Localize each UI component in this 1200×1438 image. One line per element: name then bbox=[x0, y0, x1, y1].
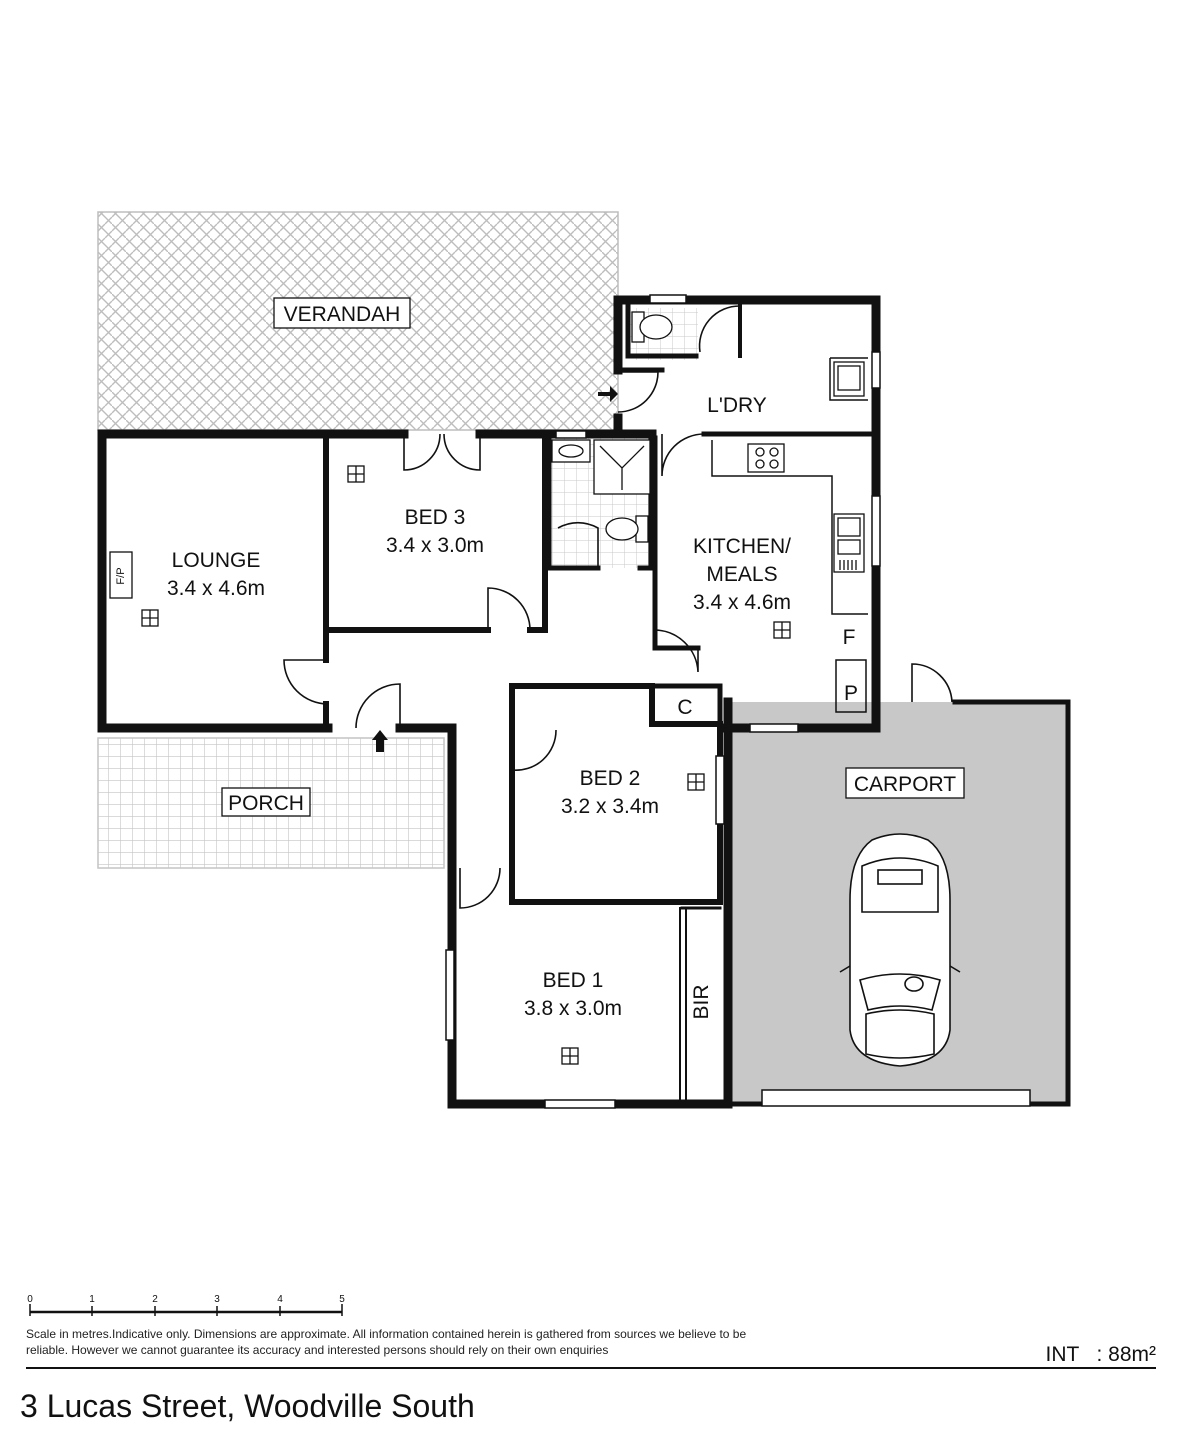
cooktop-icon bbox=[747, 443, 785, 473]
scale-tick: 5 bbox=[339, 1294, 345, 1305]
kitchen-bench bbox=[711, 357, 868, 713]
trough-icon bbox=[833, 361, 865, 397]
verandah-label: VERANDAH bbox=[284, 303, 401, 326]
scale-bar bbox=[29, 1304, 343, 1316]
shower-icon bbox=[593, 439, 651, 495]
bir-label: BIR bbox=[690, 984, 713, 1019]
scale-tick: 3 bbox=[214, 1294, 220, 1305]
kitchen-name-line2: MEALS bbox=[706, 563, 777, 586]
door-swings bbox=[283, 305, 953, 909]
internal-area: INT : 88m² bbox=[1045, 1343, 1156, 1366]
bed2-name: BED 2 bbox=[580, 767, 641, 790]
scale-tick: 1 bbox=[89, 1294, 95, 1305]
laundry-label: L'DRY bbox=[707, 394, 767, 417]
bed2-size: 3.2 x 3.4m bbox=[561, 795, 659, 818]
light-icon bbox=[141, 465, 791, 1065]
fridge-label: F bbox=[843, 626, 856, 649]
fireplace-box bbox=[109, 551, 133, 599]
pantry-label: P bbox=[844, 682, 858, 705]
property-address: 3 Lucas Street, Woodville South bbox=[20, 1388, 475, 1424]
disclaimer-text: Scale in metres.Indicative only. Dimensi… bbox=[26, 1327, 747, 1357]
fireplace-label: F/P bbox=[115, 567, 127, 584]
carport-label: CARPORT bbox=[854, 773, 956, 796]
carport-tag-box bbox=[845, 767, 965, 799]
porch-tag-box bbox=[221, 787, 311, 817]
kitchen-size: 3.4 x 4.6m bbox=[693, 591, 791, 614]
vanity-icon bbox=[551, 439, 591, 463]
car-icon bbox=[839, 833, 961, 1067]
bed3-size: 3.4 x 3.0m bbox=[386, 534, 484, 557]
lounge-size: 3.4 x 4.6m bbox=[167, 577, 265, 600]
scale-tick: 2 bbox=[152, 1294, 158, 1305]
scale-ticks: 0 1 2 3 4 5 bbox=[27, 1294, 345, 1305]
entry-arrow-icon bbox=[372, 386, 618, 752]
cupboard-label: C bbox=[677, 696, 692, 719]
verandah-tag-box bbox=[273, 297, 411, 329]
bed3-name: BED 3 bbox=[405, 506, 466, 529]
sink-icon bbox=[833, 513, 865, 573]
bed1-name: BED 1 bbox=[543, 969, 604, 992]
toilet-icon bbox=[605, 311, 673, 543]
kitchen-name-line1: KITCHEN/ bbox=[693, 535, 791, 558]
lounge-name: LOUNGE bbox=[172, 549, 261, 572]
scale-tick: 4 bbox=[277, 1294, 283, 1305]
scale-tick: 0 bbox=[27, 1294, 33, 1305]
porch-label: PORCH bbox=[228, 792, 304, 815]
bed1-size: 3.8 x 3.0m bbox=[524, 997, 622, 1020]
footer-rule bbox=[26, 1367, 1156, 1369]
windows bbox=[445, 294, 1031, 1109]
